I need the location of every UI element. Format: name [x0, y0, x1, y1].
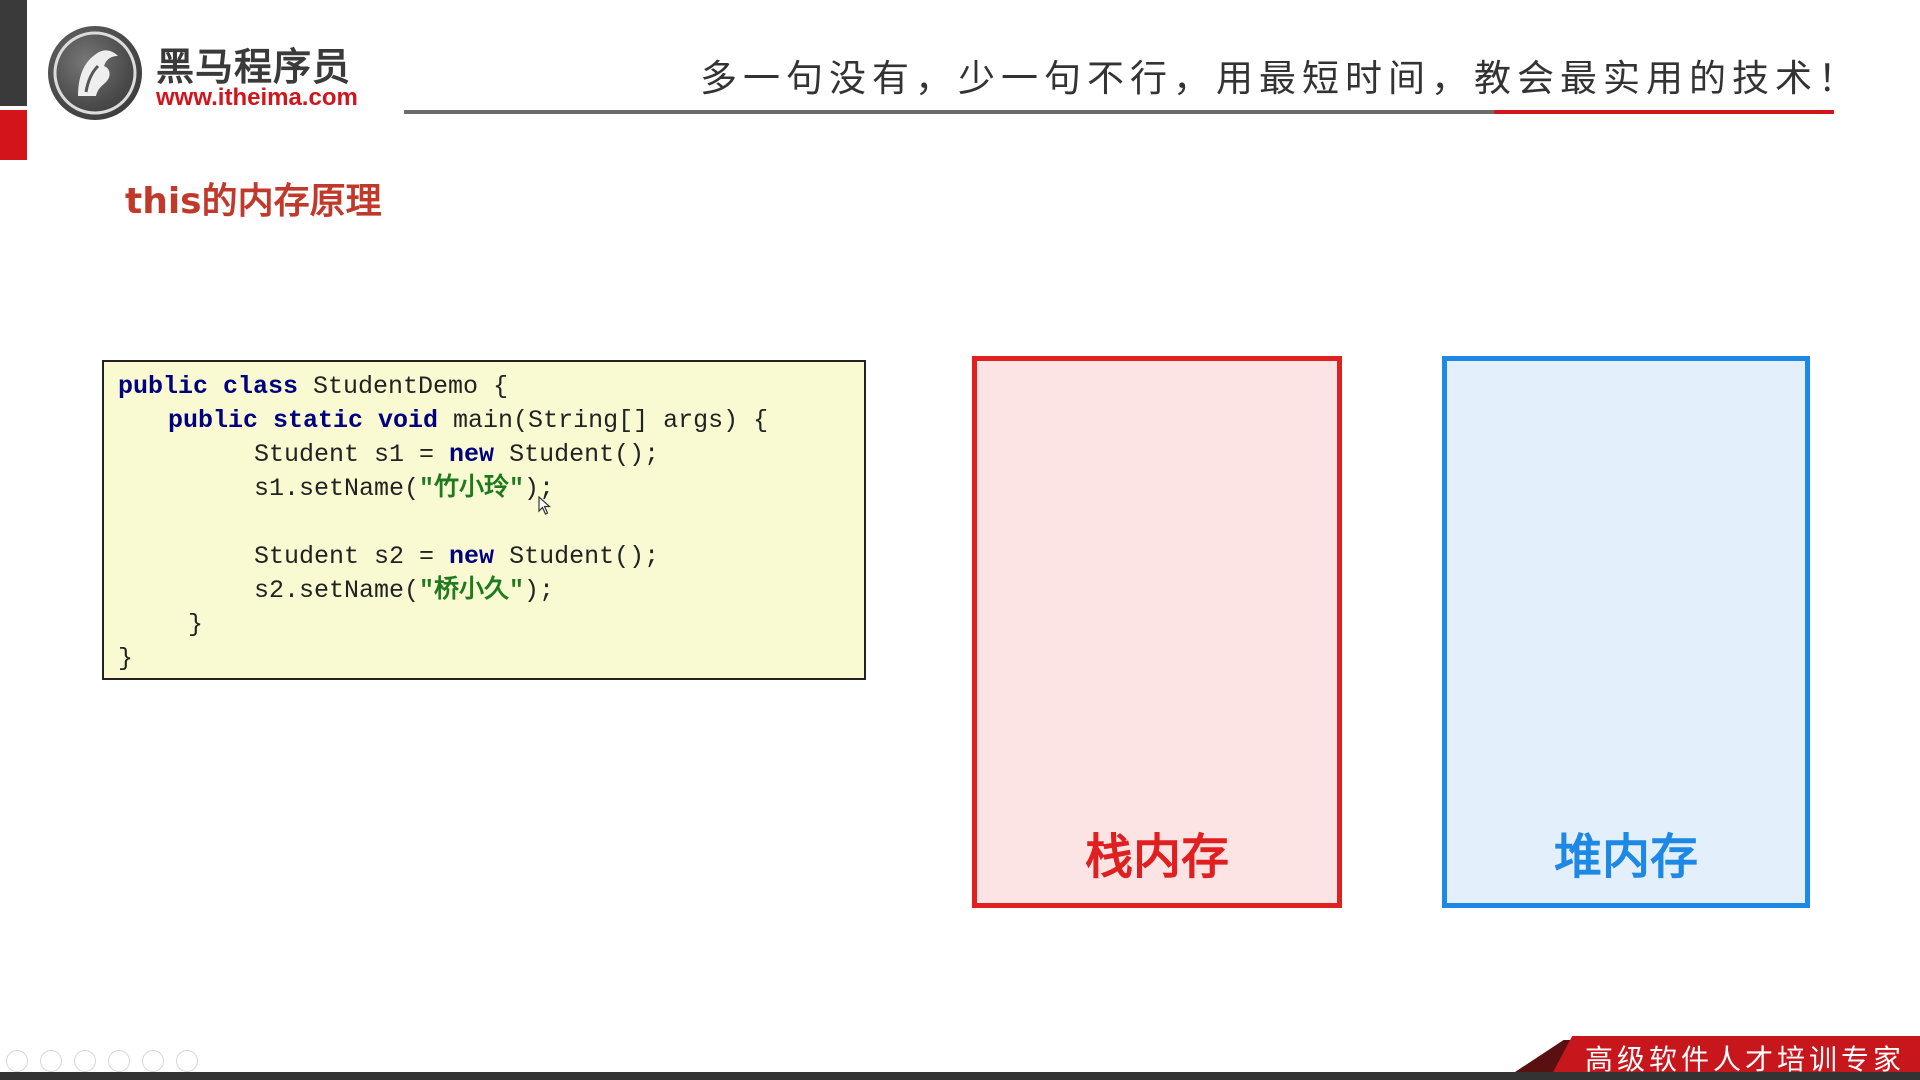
- grid-icon[interactable]: [108, 1050, 130, 1072]
- code-line: Student s2 = new Student();: [254, 540, 659, 574]
- stack-memory-box: 栈内存: [972, 356, 1342, 908]
- code-text: }: [188, 610, 204, 639]
- code-text: Student s2 =: [254, 542, 450, 571]
- slogan: 多一句没有，少一句不行，用最短时间，教会最实用的技术！: [700, 57, 1861, 100]
- horse-head-logo-icon: [48, 26, 142, 120]
- player-controls: [6, 1050, 198, 1074]
- bottom-bar: [0, 1072, 1920, 1080]
- footer-banner-text: 高级软件人才培训专家: [1585, 1043, 1906, 1076]
- code-keyword: public static void: [168, 406, 439, 435]
- slide-title: this的内存原理: [125, 181, 382, 222]
- code-line: public static void main(String[] args) {: [168, 404, 768, 438]
- pen-icon[interactable]: [74, 1050, 96, 1072]
- zoom-icon[interactable]: [142, 1050, 164, 1072]
- code-block: public class StudentDemo { public static…: [102, 360, 866, 680]
- code-line: s2.setName("桥小久");: [254, 574, 554, 608]
- header-rule: [404, 110, 1494, 114]
- code-keyword: public class: [118, 372, 299, 401]
- code-text: s2.setName(: [254, 576, 420, 605]
- logo-website: www.itheima.com: [156, 84, 358, 111]
- control-button[interactable]: [6, 1050, 28, 1072]
- logo-brand-name: 黑马程序员: [156, 45, 352, 89]
- code-text: StudentDemo {: [298, 372, 509, 401]
- control-button[interactable]: [40, 1050, 62, 1072]
- code-keyword: new: [449, 440, 495, 469]
- mouse-pointer-icon: [538, 496, 552, 515]
- heap-memory-label: 堆内存: [1553, 829, 1698, 885]
- code-line: public class StudentDemo {: [118, 370, 508, 404]
- code-string: "桥小久": [419, 576, 525, 605]
- more-icon[interactable]: [176, 1050, 198, 1072]
- code-line: }: [118, 642, 133, 676]
- code-text: Student();: [494, 542, 660, 571]
- code-text: main(String[] args) {: [438, 406, 769, 435]
- code-keyword: new: [449, 542, 495, 571]
- stack-memory-label: 栈内存: [1084, 829, 1229, 885]
- code-text: s1.setName(: [254, 474, 420, 503]
- logo: 黑马程序员 www.itheima.com: [48, 24, 378, 120]
- header-rule-accent: [1494, 110, 1834, 114]
- edge-accent-red: [0, 110, 27, 160]
- footer-banner: [1550, 1036, 1920, 1078]
- code-line: s1.setName("竹小玲");: [254, 472, 554, 506]
- code-line: }: [188, 608, 203, 642]
- heap-memory-box: 堆内存: [1442, 356, 1810, 908]
- code-text: );: [524, 576, 555, 605]
- code-text: }: [118, 644, 134, 673]
- code-text: Student();: [494, 440, 660, 469]
- code-string: "竹小玲": [419, 474, 525, 503]
- code-text: Student s1 =: [254, 440, 450, 469]
- code-line: Student s1 = new Student();: [254, 438, 659, 472]
- edge-accent-dark: [0, 0, 27, 106]
